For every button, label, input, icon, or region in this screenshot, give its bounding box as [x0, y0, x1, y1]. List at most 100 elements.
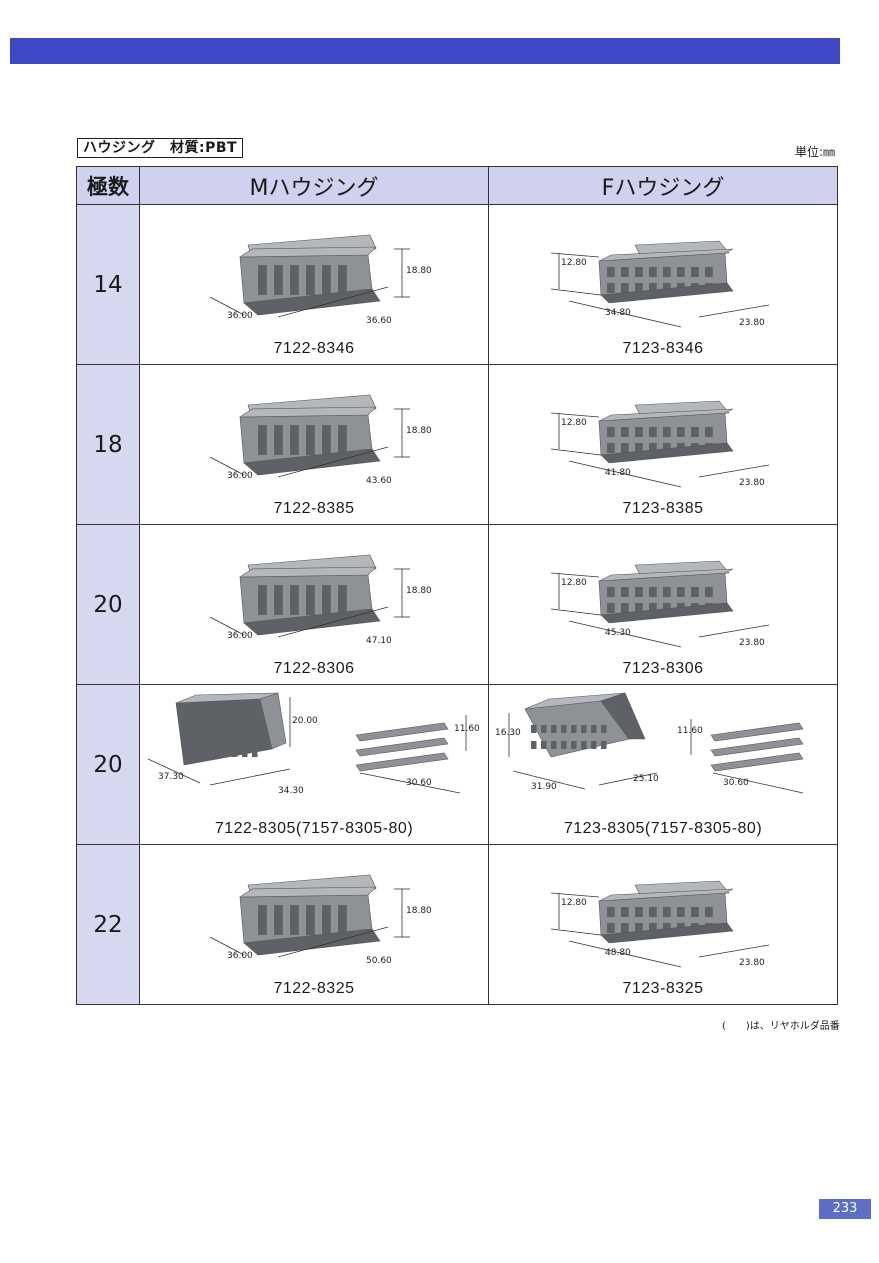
dim-height-label: 20.00	[292, 716, 318, 726]
terminal-slot	[635, 443, 643, 453]
housing-base	[600, 282, 734, 304]
terminal-slot	[607, 283, 615, 293]
dim-line	[598, 772, 658, 786]
terminal-slot	[691, 907, 699, 917]
housing-base	[600, 442, 734, 464]
terminal-slot	[290, 265, 299, 295]
material-label: ハウジング 材質:PBT	[77, 138, 244, 158]
housing-side-face	[600, 692, 646, 740]
housing-base	[243, 448, 381, 476]
header-m-housing: Mハウジング	[139, 166, 489, 205]
terminal-slot	[274, 585, 283, 615]
dim-width-label: 23.80	[739, 638, 765, 648]
terminal-slot	[621, 427, 629, 437]
housing-side-face	[259, 692, 287, 750]
terminal-slot	[601, 741, 607, 749]
rear-holder-bar	[710, 752, 804, 772]
terminal-slot	[691, 587, 699, 597]
dim-line	[698, 464, 770, 478]
dim-height-label: 18.80	[406, 586, 432, 596]
dim-height-label: 16.30	[495, 728, 521, 738]
terminal-slot	[635, 907, 643, 917]
dim-line	[568, 460, 682, 488]
terminal-slot	[551, 725, 557, 733]
dim-line	[277, 446, 389, 478]
dim-height-label: 12.80	[561, 898, 587, 908]
terminal-slot	[635, 603, 643, 613]
dim-line	[698, 944, 770, 958]
housing-top-face	[238, 246, 377, 258]
terminal-slot	[338, 265, 347, 295]
dim-line	[359, 772, 461, 794]
terminal-slot	[649, 907, 657, 917]
dim-line	[698, 304, 770, 318]
terminal-slot	[306, 585, 315, 615]
terminal-slot	[571, 741, 577, 749]
rear-holder-height-label: 11.60	[677, 726, 703, 736]
terminal-slot	[306, 905, 315, 935]
dim-line	[277, 286, 389, 318]
part-number: 7123-8385	[622, 500, 704, 517]
rear-holder-length-label: 30.60	[723, 778, 749, 788]
dim-line	[568, 300, 682, 328]
terminal-slot	[621, 267, 629, 277]
terminal-slot	[258, 425, 267, 455]
terminal-slot	[607, 443, 615, 453]
dim-line	[512, 770, 586, 790]
terminal-slot	[635, 267, 643, 277]
pole-count: 20	[76, 524, 140, 685]
part-number: 7122-8385	[273, 500, 355, 517]
terminal-slot	[601, 725, 607, 733]
terminal-slot	[649, 603, 657, 613]
housing-top-face	[598, 248, 734, 262]
dim-length-label: 43.60	[366, 476, 392, 486]
terminal-slot	[252, 727, 258, 757]
dim-line	[209, 936, 245, 956]
rear-holder-bar	[355, 752, 449, 772]
dim-line	[550, 892, 600, 898]
terminal-slot	[290, 425, 299, 455]
terminal-slot	[663, 907, 671, 917]
terminal-slot	[621, 587, 629, 597]
dim-width-label: 36.00	[227, 951, 253, 961]
terminal-slot	[621, 283, 629, 293]
dim-width-label: 23.80	[739, 318, 765, 328]
dim-width-label: 36.00	[227, 631, 253, 641]
dim-line	[568, 620, 682, 648]
page-number: 233	[819, 1199, 871, 1219]
dim-length-label: 34.80	[605, 308, 631, 318]
terminal-slot	[531, 741, 537, 749]
terminal-slot	[322, 425, 331, 455]
terminal-slot	[649, 267, 657, 277]
terminal-slot	[635, 283, 643, 293]
dim-line	[550, 448, 602, 456]
part-number: 7123-8325	[622, 980, 704, 997]
terminal-slot	[258, 265, 267, 295]
dim-line	[147, 758, 201, 784]
header-poles: 極数	[76, 166, 140, 205]
housing-top-face	[238, 886, 377, 898]
terminal-slot	[649, 923, 657, 933]
dim-width-label: 37.30	[158, 772, 184, 782]
terminal-slot	[338, 585, 347, 615]
terminal-slot	[561, 725, 567, 733]
terminal-slot	[607, 923, 615, 933]
terminal-slot	[649, 427, 657, 437]
terminal-slot	[338, 905, 347, 935]
terminal-slot	[705, 907, 713, 917]
terminal-slot	[677, 907, 685, 917]
dim-line	[550, 252, 600, 258]
terminal-slot	[258, 905, 267, 935]
